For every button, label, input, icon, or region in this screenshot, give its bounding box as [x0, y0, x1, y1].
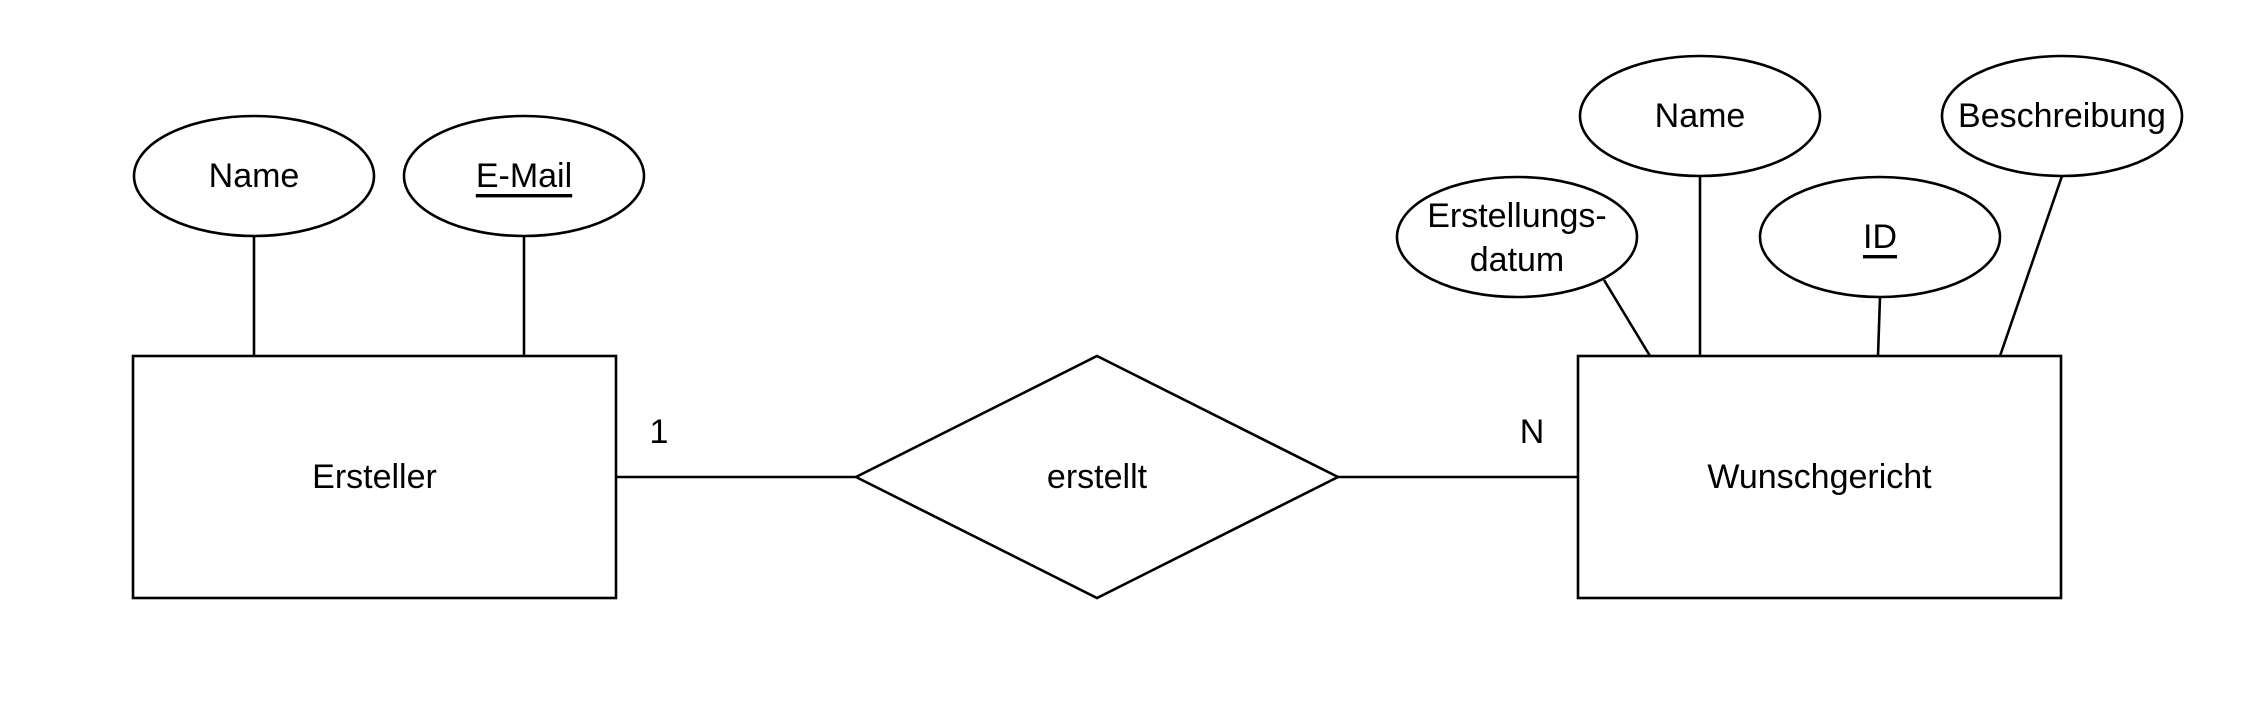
attribute-label: Name — [209, 157, 300, 195]
cardinality-wunschgericht: N — [1520, 413, 1545, 451]
attribute-wunsch-datum[interactable]: Erstellungs- datum — [1395, 175, 1639, 299]
attribute-ellipse — [1758, 175, 2002, 299]
cardinality-ersteller: 1 — [650, 413, 669, 451]
attribute-key-label: ID — [1863, 218, 1897, 256]
relationship-erstellt[interactable]: erstellt — [853, 354, 1341, 600]
entity-ersteller-label: Ersteller — [312, 458, 437, 496]
attribute-wunsch-name[interactable]: Name — [1578, 54, 1822, 178]
attribute-ellipse — [132, 114, 376, 238]
attribute-label: Beschreibung — [1958, 97, 2166, 135]
attribute-ellipse — [1578, 54, 1822, 178]
attribute-ellipse — [1395, 175, 1639, 299]
entity-wunschgericht-label: Wunschgericht — [1707, 458, 1932, 496]
relationship-label: erstellt — [1047, 458, 1148, 496]
attribute-ellipse — [402, 114, 646, 238]
entity-wunschgericht-box — [1576, 354, 2063, 600]
entity-wunschgericht[interactable]: Wunschgericht — [1576, 354, 2063, 600]
attribute-wunsch-beschreibung[interactable]: Beschreibung — [1940, 54, 2184, 178]
attribute-ersteller-name[interactable]: Name — [132, 114, 376, 238]
entity-ersteller[interactable]: Ersteller — [131, 354, 618, 600]
wunsch-id-connector — [1876, 296, 1882, 357]
attribute-label: Name — [1655, 97, 1746, 135]
attribute-label-line2: datum — [1470, 241, 1565, 279]
wunsch-beschreibung-connector — [1998, 175, 2064, 357]
entity-ersteller-box — [131, 354, 618, 600]
wunsch-datum-connector — [1602, 279, 1652, 357]
attribute-wunsch-id[interactable]: ID — [1758, 175, 2002, 299]
relationship-diamond — [853, 354, 1341, 600]
attribute-ellipse — [1940, 54, 2184, 178]
attribute-ersteller-email[interactable]: E-Mail — [402, 114, 646, 238]
attribute-label-line1: Erstellungs- — [1427, 197, 1607, 235]
attribute-key-label: E-Mail — [476, 157, 572, 195]
